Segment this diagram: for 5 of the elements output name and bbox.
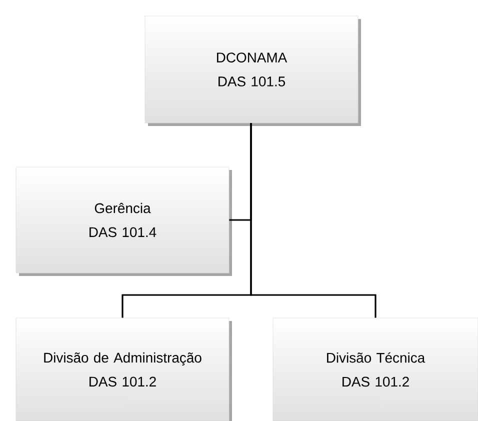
org-box: DCONAMA DAS 101.5	[144, 16, 361, 126]
org-box: Gerência DAS 101.4	[16, 166, 232, 276]
org-box: Divisão de Administração DAS 101.2	[16, 318, 232, 421]
org-box: Divisão Técnica DAS 101.2	[272, 318, 478, 421]
connector-line	[250, 123, 376, 318]
